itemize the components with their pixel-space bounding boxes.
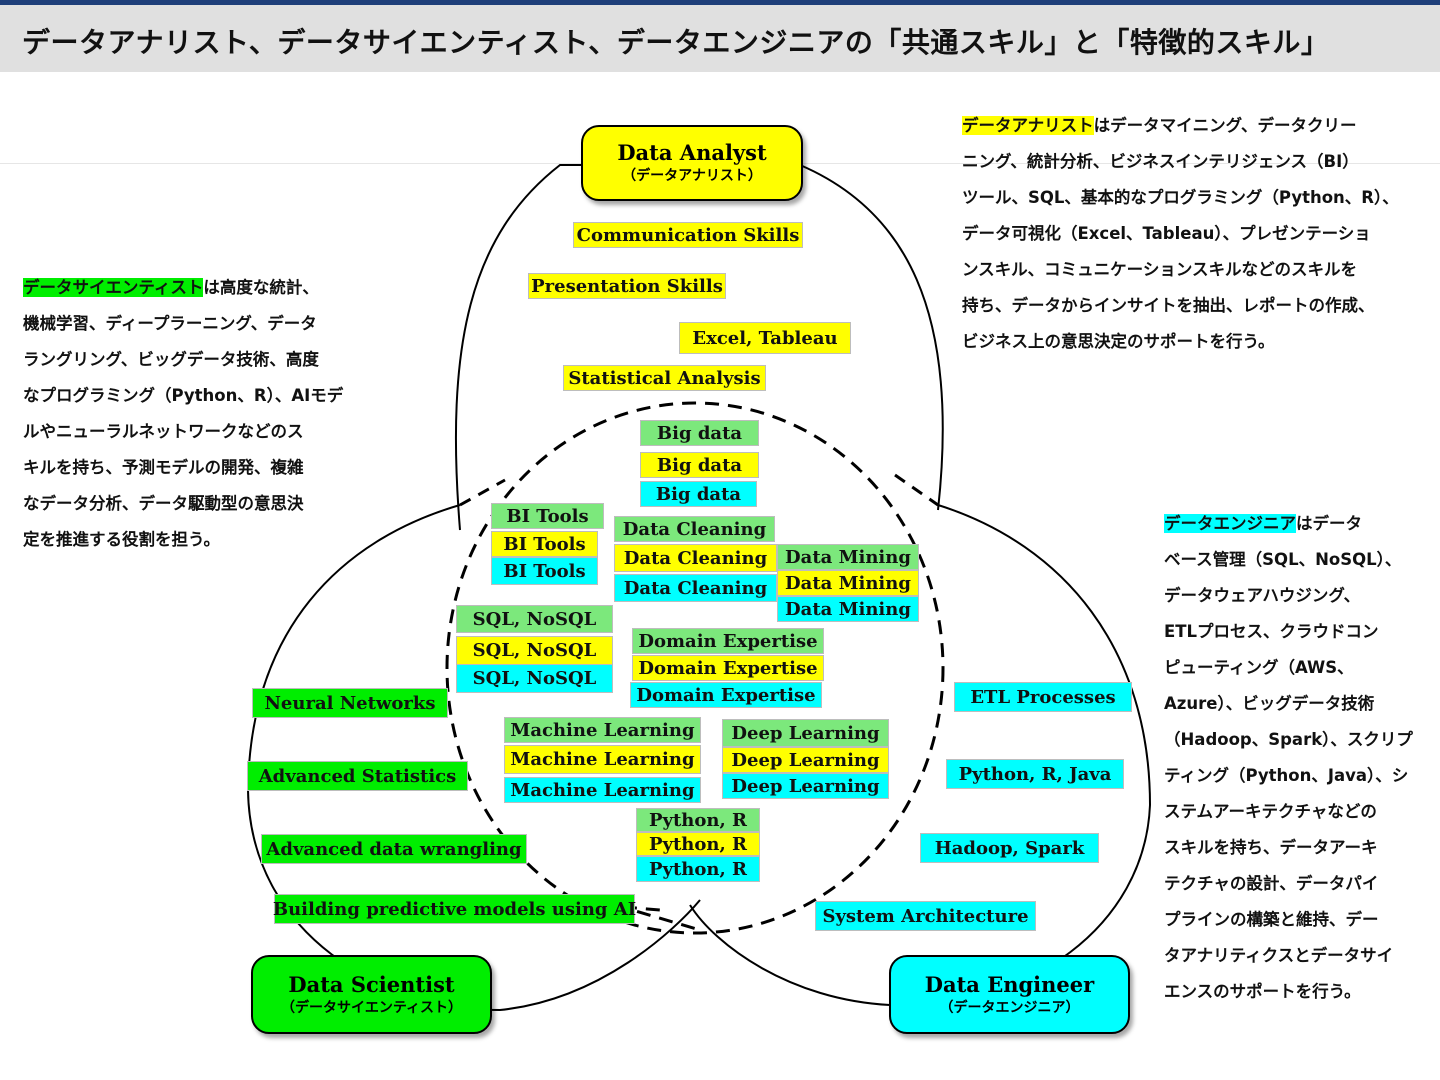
common-data-cleaning-analyst: Data Cleaning <box>614 544 777 572</box>
desc-line: Azure）、ビッグデータ技術 <box>1164 694 1375 713</box>
desc-line: ンスキル、コミュニケーションスキルなどのスキルを <box>962 260 1358 279</box>
common-data-mining-engineer: Data Mining <box>777 596 919 622</box>
desc-line: データエンジニアはデータ <box>1164 514 1362 533</box>
header-bar: データアナリスト、データサイエンティスト、データエンジニアの「共通スキル」と「特… <box>0 5 1440 72</box>
common-sql-nosql-analyst: SQL, NoSQL <box>456 636 613 665</box>
desc-line: なプログラミング（Python、R）、AIモデ <box>23 386 344 405</box>
common-python-r-engineer: Python, R <box>636 856 760 882</box>
data-engineer-role: Data Engineer （データエンジニア） <box>889 955 1130 1034</box>
skill-communication: Communication Skills <box>573 222 803 248</box>
dashed-overlap-top-right <box>894 473 939 507</box>
skill-predictive-models-ai: Building predictive models using AI <box>273 894 636 924</box>
common-domain-expertise-engineer: Domain Expertise <box>630 682 822 708</box>
engineer-description: データエンジニアはデータ ベース管理（SQL、NoSQL）、 データウェアハウジ… <box>1164 506 1434 1010</box>
common-domain-expertise-scientist: Domain Expertise <box>632 628 824 654</box>
skill-hadoop-spark: Hadoop, Spark <box>920 833 1099 863</box>
common-deep-learning-scientist: Deep Learning <box>722 719 889 747</box>
common-python-r-analyst: Python, R <box>636 832 760 856</box>
top-accent-bar <box>0 0 1440 5</box>
common-skills-circle <box>445 401 945 935</box>
skill-system-architecture: System Architecture <box>815 901 1036 931</box>
data-engineer-title: Data Engineer <box>924 971 1095 997</box>
data-analyst-role: Data Analyst （データアナリスト） <box>581 125 803 201</box>
skill-excel-tableau: Excel, Tableau <box>679 322 851 354</box>
scientist-description: データサイエンティストは高度な統計、 機械学習、ディープラーニング、データ ラン… <box>23 270 363 558</box>
desc-line: 機械学習、ディープラーニング、データ <box>23 314 317 333</box>
data-scientist-subtitle: （データサイエンティスト） <box>280 999 463 1016</box>
data-scientist-role: Data Scientist （データサイエンティスト） <box>251 955 492 1034</box>
common-data-mining-analyst: Data Mining <box>777 570 919 596</box>
common-data-mining-scientist: Data Mining <box>777 544 919 570</box>
common-machine-learning-engineer: Machine Learning <box>504 777 701 803</box>
desc-line: スキルを持ち、データアーキ <box>1164 838 1378 857</box>
scientist-highlight: データサイエンティスト <box>23 278 204 297</box>
engineer-lobe-outline <box>689 504 1152 1007</box>
common-big-data-engineer: Big data <box>640 481 757 507</box>
desc-line: データ可視化（Excel、Tableau）、プレゼンテーショ <box>962 224 1371 243</box>
desc-line: ラングリング、ビッグデータ技術、高度 <box>23 350 319 369</box>
dashed-overlap-top-left <box>459 478 506 507</box>
common-bi-tools-scientist: BI Tools <box>491 503 604 529</box>
page-title: データアナリスト、データサイエンティスト、データエンジニアの「共通スキル」と「特… <box>22 26 1330 59</box>
desc-line: キルを持ち、予測モデルの開発、複雑 <box>23 458 304 477</box>
desc-line: ニング、統計分析、ビジネスインテリジェンス（BI） <box>962 152 1359 171</box>
desc-line: データサイエンティストは高度な統計、 <box>23 278 319 297</box>
engineer-highlight: データエンジニア <box>1164 514 1296 533</box>
data-analyst-title: Data Analyst <box>617 140 767 165</box>
desc-line: ETLプロセス、クラウドコン <box>1164 622 1379 641</box>
skill-statistical-analysis: Statistical Analysis <box>563 365 766 391</box>
desc-line: ルやニューラルネットワークなどのス <box>23 422 304 441</box>
common-domain-expertise-analyst: Domain Expertise <box>632 655 824 681</box>
desc-line: ツール、SQL、基本的なプログラミング（Python、R）、 <box>962 188 1399 207</box>
data-engineer-subtitle: （データエンジニア） <box>939 999 1080 1016</box>
desc-line: （Hadoop、Spark）、スクリプ <box>1164 730 1413 749</box>
desc-line: テクチャの設計、データパイ <box>1164 874 1379 893</box>
scientist-lobe-outline <box>246 504 701 1012</box>
skill-advanced-statistics: Advanced Statistics <box>247 761 468 791</box>
common-machine-learning-scientist: Machine Learning <box>504 717 701 743</box>
analyst-highlight: データアナリスト <box>962 116 1094 135</box>
common-big-data-scientist: Big data <box>640 420 759 446</box>
skill-etl-processes: ETL Processes <box>954 682 1132 712</box>
desc-line: ベース管理（SQL、NoSQL）、 <box>1164 550 1402 569</box>
common-sql-nosql-scientist: SQL, NoSQL <box>456 605 613 633</box>
desc-line: タアナリティクスとデータサイ <box>1164 946 1394 965</box>
desc-line: ビジネス上の意思決定のサポートを行う。 <box>962 332 1275 351</box>
data-scientist-title: Data Scientist <box>288 971 455 997</box>
desc-line: 定を推進する役割を担う。 <box>23 530 221 549</box>
data-analyst-subtitle: （データアナリスト） <box>622 168 762 184</box>
desc-line: なデータ分析、データ駆動型の意思決 <box>23 494 304 513</box>
desc-line: ティング（Python、Java）、シ <box>1164 766 1409 785</box>
desc-line: データウェアハウジング、 <box>1164 586 1361 605</box>
desc-line: エンスのサポートを行う。 <box>1164 982 1361 1001</box>
common-data-cleaning-engineer: Data Cleaning <box>614 574 777 602</box>
common-python-r-scientist: Python, R <box>636 808 760 832</box>
common-big-data-analyst: Big data <box>640 452 759 478</box>
common-machine-learning-analyst: Machine Learning <box>504 745 701 774</box>
desc-line: プラインの構築と維持、デー <box>1164 910 1379 929</box>
skill-python-r-java: Python, R, Java <box>946 759 1124 789</box>
common-bi-tools-engineer: BI Tools <box>491 557 598 585</box>
skill-presentation: Presentation Skills <box>528 273 726 299</box>
desc-line: ピューティング（AWS、 <box>1164 658 1354 677</box>
skill-advanced-data-wrangling: Advanced data wrangling <box>261 834 527 864</box>
common-deep-learning-analyst: Deep Learning <box>722 747 889 773</box>
common-deep-learning-engineer: Deep Learning <box>722 773 889 799</box>
analyst-description: データアナリストはデータマイニング、データクリー ニング、統計分析、ビジネスイン… <box>962 108 1432 360</box>
common-data-cleaning-scientist: Data Cleaning <box>614 516 775 542</box>
common-bi-tools-analyst: BI Tools <box>491 531 598 557</box>
desc-line: 持ち、データからインサイトを抽出、レポートの作成、 <box>962 296 1375 315</box>
desc-line: データアナリストはデータマイニング、データクリー <box>962 116 1357 135</box>
desc-line: ステムアーキテクチャなどの <box>1164 802 1377 821</box>
common-sql-nosql-engineer: SQL, NoSQL <box>456 664 613 693</box>
skill-neural-networks: Neural Networks <box>252 688 448 718</box>
